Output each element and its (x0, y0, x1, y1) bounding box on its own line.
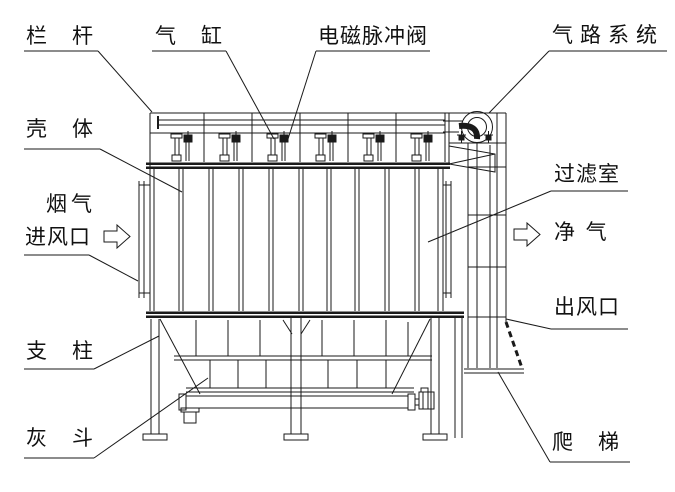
air-tank (443, 111, 493, 143)
leader-hopper (93, 377, 209, 459)
support-legs (142, 318, 463, 441)
label-flue-gas: 烟气 (46, 192, 96, 216)
tower-skirt-slope (504, 321, 524, 369)
leader-air-system (488, 50, 550, 114)
label-railing: 栏 杆 (26, 24, 95, 48)
leader-pillar (93, 335, 160, 370)
outlet-side-flange (443, 181, 452, 298)
label-pulse-valve: 电磁脉冲阀 (318, 24, 428, 48)
inlet-flow-arrow-icon (103, 223, 131, 250)
railing-bar (157, 116, 445, 129)
label-filter-room: 过滤室 (554, 162, 620, 186)
label-outlet: 出风口 (554, 295, 620, 319)
penthouse-box (149, 112, 446, 311)
conveyor-motor (418, 391, 435, 410)
label-ladder: 爬 梯 (552, 430, 621, 454)
label-shell: 壳 体 (26, 117, 95, 141)
hopper-frame (174, 320, 432, 393)
inlet-flange (138, 181, 150, 298)
leader-pulse-valve (287, 50, 317, 140)
air-duct-panel (448, 145, 496, 173)
shell-bottom-band (146, 311, 464, 318)
tube-sheet (146, 162, 450, 169)
leader-railing (97, 50, 153, 113)
bag-chamber (153, 168, 444, 312)
leader-air-cylinder (225, 50, 275, 140)
leader-outlet (505, 318, 552, 330)
pulse-valve-row (170, 130, 433, 162)
label-inlet: 进风口 (25, 225, 91, 249)
leader-shell (99, 148, 183, 193)
label-underlines (24, 50, 667, 463)
leader-lines (88, 50, 552, 463)
screw-conveyor (178, 387, 435, 424)
leader-ladder (497, 371, 551, 463)
outlet-flow-arrow-icon (513, 221, 541, 248)
pulse-header-bolts (457, 131, 493, 143)
label-air-cylinder: 气 缸 (155, 24, 224, 48)
leader-filter-room (427, 190, 552, 243)
leader-inlet (88, 254, 139, 282)
label-pillar: 支 柱 (26, 339, 95, 363)
label-air-system: 气路系统 (552, 23, 664, 47)
ladder-tower (445, 112, 524, 374)
elbow-pipe (458, 122, 481, 140)
label-clean-gas: 净 气 (554, 220, 609, 244)
hopper-slopes (159, 318, 431, 395)
label-ash-hopper: 灰 斗 (26, 426, 95, 450)
